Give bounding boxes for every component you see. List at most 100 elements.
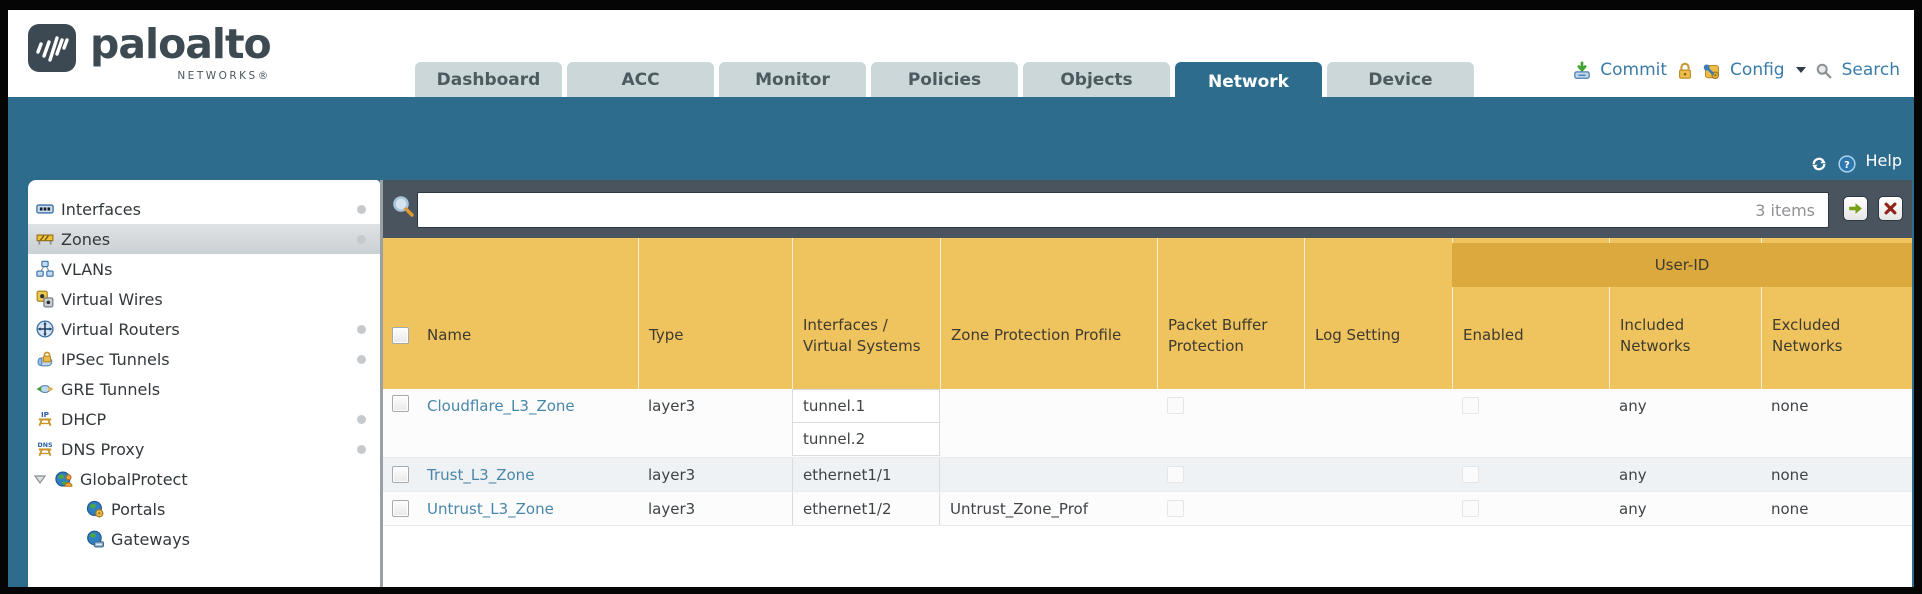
refresh-icon[interactable] [1810, 152, 1828, 170]
sidebar-item-label: Virtual Wires [61, 289, 163, 309]
sidebar-item-virtual-routers[interactable]: Virtual Routers [28, 314, 380, 344]
sidebar-item-label: Interfaces [61, 199, 141, 219]
col-header-type[interactable]: Type [638, 238, 792, 389]
help-icon[interactable]: ? [1837, 152, 1856, 173]
logo-wordmark: paloalto [90, 20, 272, 68]
svg-text:IP: IP [41, 410, 50, 419]
included-networks: any [1619, 397, 1647, 415]
table-row[interactable]: Cloudflare_L3_Zone layer3 tunnel.1 tunne… [383, 389, 1912, 458]
select-all-cell [383, 238, 417, 389]
col-header-packet-buffer[interactable]: Packet Buffer Protection [1157, 238, 1304, 389]
portals-icon [86, 500, 104, 518]
paloalto-logo-icon [26, 20, 80, 78]
tab-dashboard[interactable]: Dashboard [415, 62, 562, 97]
enabled-checkbox[interactable] [1462, 466, 1479, 483]
sidebar-item-zones[interactable]: Zones [28, 224, 380, 254]
packet-buffer-cell [1157, 389, 1304, 457]
user-id-group-header: User-ID [1452, 243, 1912, 287]
sidebar-item-label: IPSec Tunnels [61, 349, 170, 369]
config-menu[interactable]: Config [1730, 60, 1785, 80]
sidebar-item-gateways[interactable]: Gateways [28, 524, 380, 554]
col-header-included-networks[interactable]: Included Networks [1609, 238, 1761, 389]
tab-acc[interactable]: ACC [567, 62, 714, 97]
col-header-zone-protection[interactable]: Zone Protection Profile [940, 238, 1157, 389]
sidebar-item-portals[interactable]: Portals [28, 494, 380, 524]
log-setting-cell [1304, 492, 1452, 525]
select-all-checkbox[interactable] [391, 327, 409, 344]
interfaces-icon [36, 200, 54, 218]
table-row[interactable]: Trust_L3_Zone layer3 ethernet1/1 any non… [383, 458, 1912, 492]
col-header-log-setting[interactable]: Log Setting [1304, 238, 1452, 389]
sidebar-item-gre-tunnels[interactable]: GRE Tunnels [28, 374, 380, 404]
zones-panel: 3 items Name Type Interfac [383, 180, 1912, 587]
content-area: Interfaces Zones VLANs [8, 180, 1914, 587]
table-header: Name Type Interfaces / Virtual Systems Z… [383, 238, 1912, 389]
svg-text:?: ? [1844, 159, 1850, 170]
tab-objects[interactable]: Objects [1023, 62, 1170, 97]
row-checkbox[interactable] [391, 395, 409, 412]
zone-interfaces-cell: tunnel.1 tunnel.2 [792, 389, 940, 457]
lock-icon[interactable] [1676, 61, 1694, 79]
logo-subtext: NETWORKS® [177, 70, 271, 82]
zone-name-link[interactable]: Trust_L3_Zone [427, 465, 535, 484]
zone-type: layer3 [648, 397, 696, 415]
col-header-enabled[interactable]: Enabled [1452, 238, 1609, 389]
tab-device[interactable]: Device [1327, 62, 1474, 97]
enabled-checkbox[interactable] [1462, 397, 1479, 414]
paloalto-logo: paloalto NETWORKS® [26, 20, 272, 82]
sidebar-item-dhcp[interactable]: IP DHCP [28, 404, 380, 434]
excluded-networks: none [1771, 499, 1809, 518]
commit-button[interactable]: Commit [1600, 60, 1668, 80]
log-setting-cell [1304, 389, 1452, 457]
zone-name-link[interactable]: Cloudflare_L3_Zone [427, 397, 575, 415]
col-header-excluded-networks[interactable]: Excluded Networks [1761, 238, 1912, 389]
tab-monitor[interactable]: Monitor [719, 62, 866, 97]
col-header-name[interactable]: Name [427, 326, 472, 345]
expander-triangle-icon[interactable] [32, 471, 48, 487]
included-networks: any [1619, 499, 1647, 518]
packet-buffer-checkbox[interactable] [1167, 466, 1184, 483]
table-row[interactable]: Untrust_L3_Zone layer3 ethernet1/2 Untru… [383, 492, 1912, 526]
sub-header-band: ? Help [8, 97, 1914, 180]
apply-filter-button[interactable] [1843, 196, 1868, 221]
zone-protection-profile: Untrust_Zone_Prof [950, 499, 1089, 518]
tab-policies[interactable]: Policies [871, 62, 1018, 97]
sidebar-item-vlans[interactable]: VLANs [28, 254, 380, 284]
row-checkbox[interactable] [391, 466, 409, 483]
interface-value: ethernet1/2 [792, 492, 940, 525]
help-label[interactable]: Help [1865, 151, 1902, 170]
virtual-routers-icon [36, 320, 54, 338]
excluded-networks: none [1771, 465, 1809, 484]
enabled-cell [1452, 492, 1609, 525]
item-dot [357, 354, 366, 364]
sidebar-item-interfaces[interactable]: Interfaces [28, 194, 380, 224]
sidebar-item-label: GRE Tunnels [61, 379, 161, 399]
packet-buffer-cell [1157, 492, 1304, 525]
zone-name-link[interactable]: Untrust_L3_Zone [427, 499, 554, 518]
clear-filter-button[interactable] [1878, 196, 1903, 221]
enabled-checkbox[interactable] [1462, 500, 1479, 517]
item-dot [357, 204, 366, 214]
item-dot [357, 444, 366, 454]
interface-value: tunnel.2 [792, 422, 940, 456]
col-header-interfaces[interactable]: Interfaces / Virtual Systems [792, 238, 940, 389]
sidebar-item-globalprotect[interactable]: GlobalProtect [28, 464, 380, 494]
chevron-down-icon[interactable] [1795, 67, 1806, 73]
sidebar-item-virtual-wires[interactable]: Virtual Wires [28, 284, 380, 314]
search-button[interactable]: Search [1841, 60, 1900, 80]
sidebar-item-dns-proxy[interactable]: DNS DNS Proxy [28, 434, 380, 464]
sidebar-item-ipsec-tunnels[interactable]: IPSec Tunnels [28, 344, 380, 374]
tab-network[interactable]: Network [1175, 62, 1322, 102]
sidebar-item-label: Portals [111, 499, 166, 519]
enabled-cell [1452, 458, 1609, 491]
packet-buffer-checkbox[interactable] [1167, 397, 1184, 414]
zone-interfaces-cell: ethernet1/2 [792, 492, 940, 525]
zone-protection-profile [940, 458, 1157, 491]
filter-input[interactable] [417, 192, 1829, 228]
item-dot [357, 324, 366, 334]
row-checkbox[interactable] [391, 500, 409, 517]
packet-buffer-checkbox[interactable] [1167, 500, 1184, 517]
ipsec-tunnels-icon [36, 350, 54, 368]
svg-text:DNS: DNS [37, 442, 52, 449]
